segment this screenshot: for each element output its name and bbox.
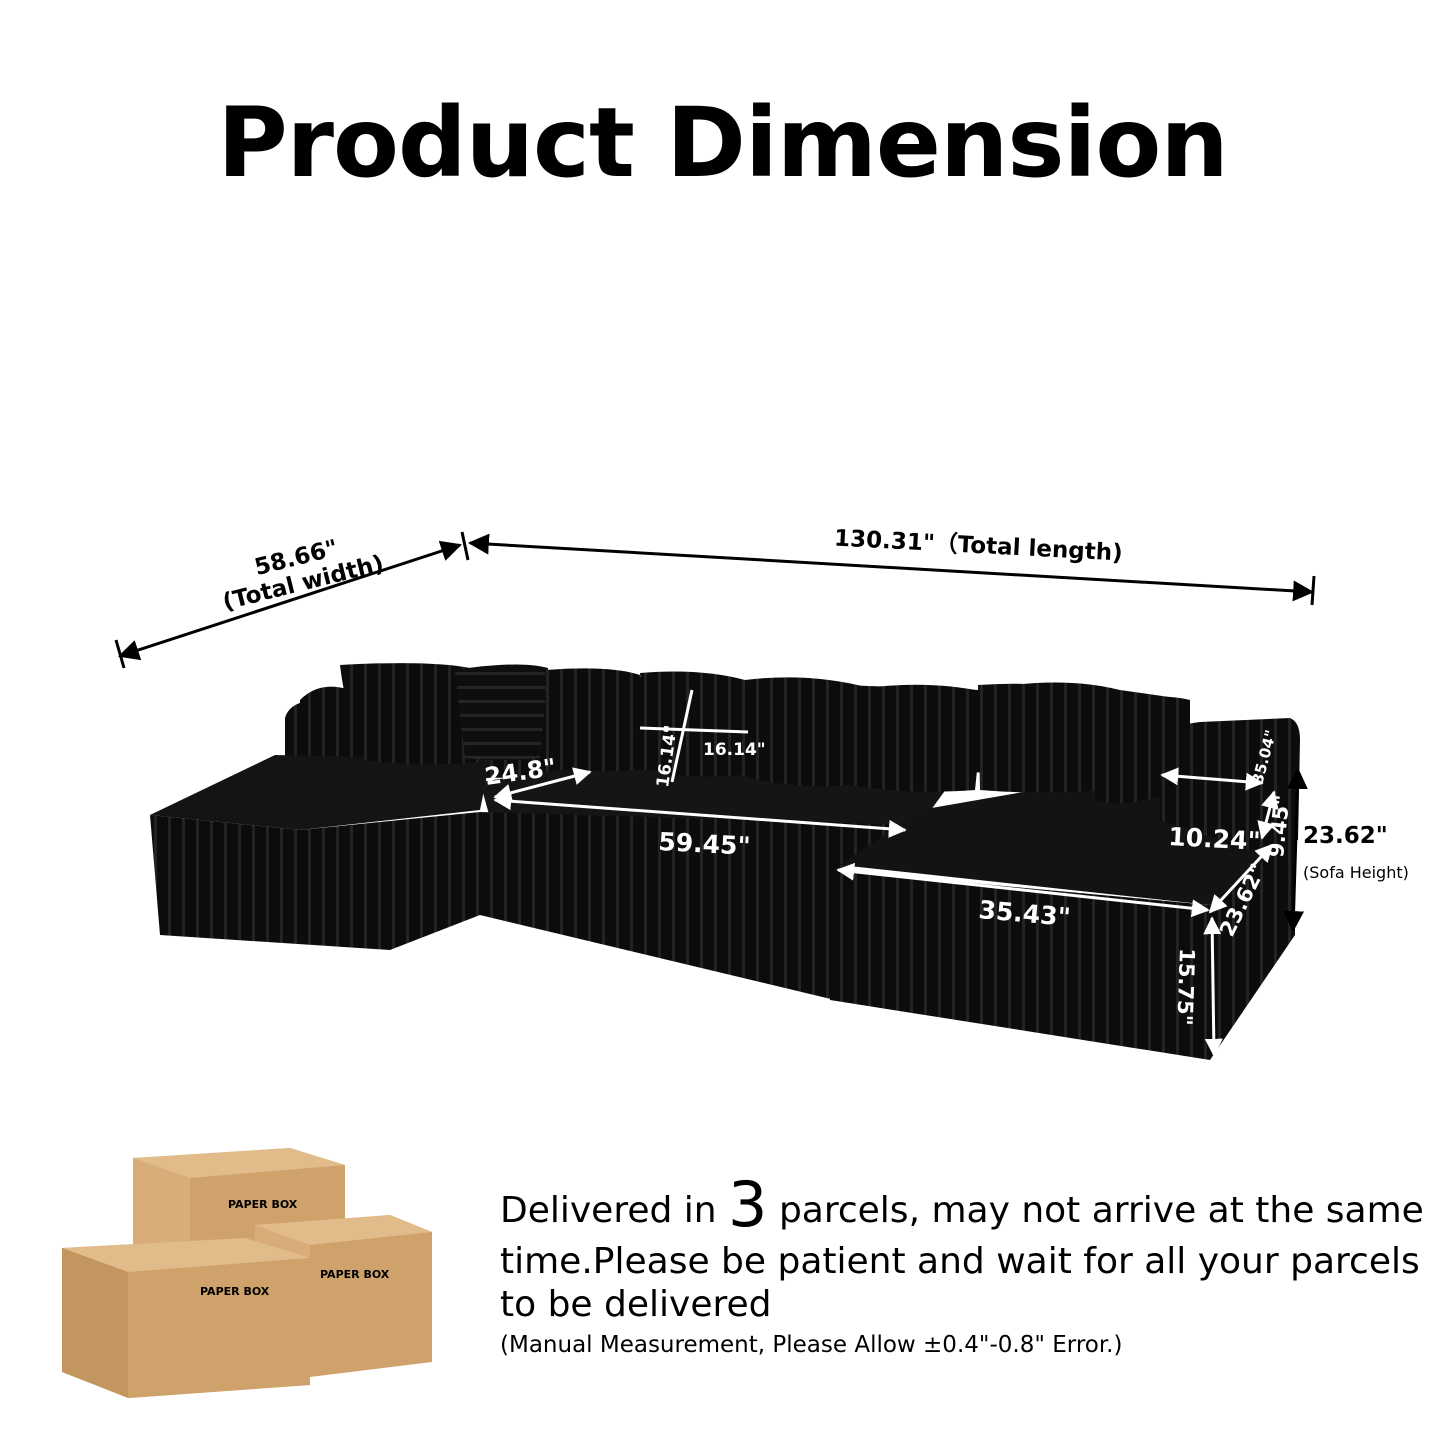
chaise-length-arrow <box>836 862 1210 918</box>
total-length-label: 130.31"（Total length) <box>833 524 1123 566</box>
box-top-label: PAPER BOX <box>228 1198 298 1211</box>
measurement-disclaimer: (Manual Measurement, Please Allow ±0.4"-… <box>500 1332 1123 1358</box>
total-width-arrow <box>118 540 462 661</box>
box-right-label: PAPER BOX <box>320 1268 390 1281</box>
total-length-arrow <box>467 533 1315 602</box>
delivery-suffix: parcels, may not arrive at the same time… <box>500 1190 1424 1325</box>
pillow-width-line <box>639 726 749 734</box>
pillows <box>340 663 1190 804</box>
parcel-count: 3 <box>728 1168 768 1241</box>
sofa-height-arrow <box>1283 767 1308 933</box>
box-front: PAPER BOX <box>62 1238 310 1398</box>
middle-length-arrow <box>493 792 907 838</box>
left-chaise-front <box>150 812 480 950</box>
delivery-prefix: Delivered in <box>500 1190 729 1231</box>
white-dimension-lines <box>493 689 1279 1057</box>
right-chaise-front <box>830 870 1210 1060</box>
left-chaise-top <box>150 755 490 830</box>
middle-length-label: 59.45" <box>658 827 752 861</box>
box-front-label: PAPER BOX <box>200 1285 270 1298</box>
pillow-width-label: 16.14" <box>703 740 766 760</box>
base-height-arrow <box>1203 916 1223 1057</box>
black-dimension-lines <box>114 531 1316 933</box>
sofa-height-caption: (Sofa Height) <box>1303 863 1409 882</box>
base-height-label: 15.75" <box>1172 948 1199 1026</box>
parcel-boxes: PAPER BOX PAPER BOX PAPER BOX <box>62 1148 432 1398</box>
delivery-note: Delivered in 3 parcels, may not arrive a… <box>500 1168 1430 1326</box>
middle-seat-front <box>480 812 920 1000</box>
page-title: Product Dimension <box>217 87 1228 199</box>
sofa-height-value: 23.62" <box>1303 823 1388 849</box>
arm-width-label: 10.24" <box>1168 822 1262 856</box>
chaise-depth-arrow <box>1208 843 1274 914</box>
arm-height-arrow <box>1257 790 1279 840</box>
pillow-height-line <box>670 689 694 783</box>
arm-width-arrow <box>1160 767 1264 791</box>
